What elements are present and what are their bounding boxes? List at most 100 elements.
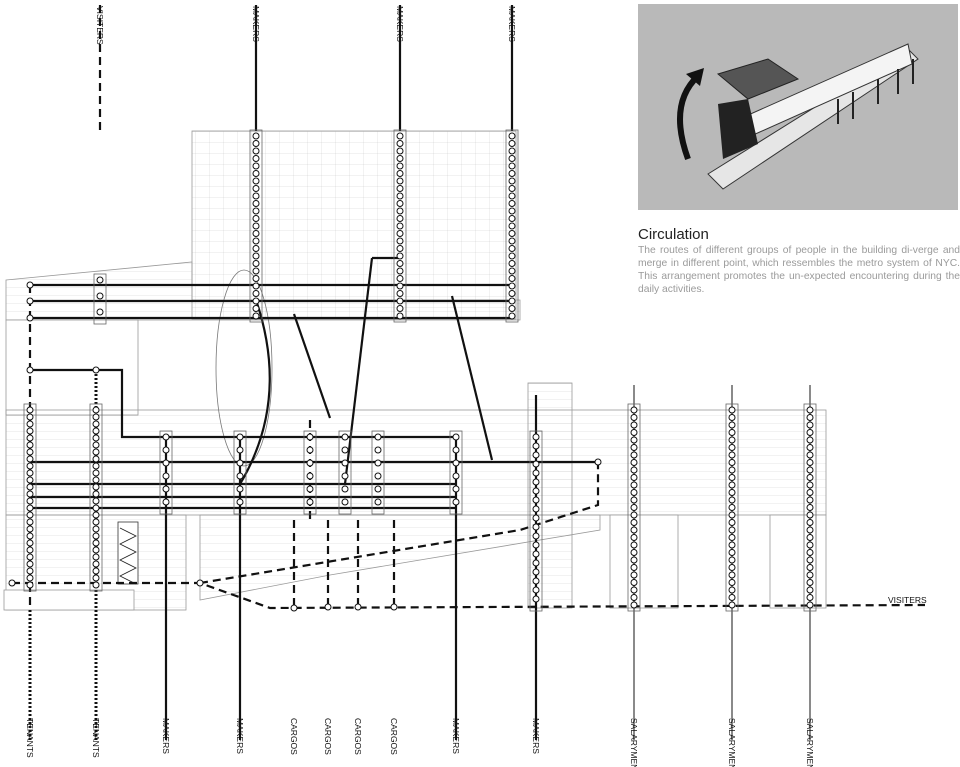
station-stop bbox=[630, 489, 638, 496]
bottom-route-label: CARGOS bbox=[353, 718, 363, 755]
top-route-label: MAKERS bbox=[395, 6, 405, 42]
station-stop bbox=[806, 414, 814, 421]
station-stop bbox=[341, 498, 349, 506]
station-stop bbox=[236, 446, 244, 454]
station-stop bbox=[252, 132, 260, 140]
station-stop bbox=[26, 581, 34, 589]
station-stop bbox=[396, 290, 404, 297]
station-stop bbox=[92, 427, 100, 435]
station-shaft bbox=[393, 129, 407, 323]
station-stop bbox=[341, 485, 349, 493]
bottom-route-label: TENANTS bbox=[91, 718, 101, 758]
station-stop bbox=[508, 147, 516, 155]
station-stop bbox=[452, 498, 460, 506]
station-stop bbox=[806, 594, 814, 601]
station-stop bbox=[630, 459, 638, 466]
station-stop bbox=[252, 230, 260, 237]
station-stop bbox=[252, 245, 260, 252]
station-stop bbox=[396, 260, 404, 267]
station-stop bbox=[396, 162, 404, 170]
station-stop bbox=[806, 556, 814, 564]
station-stop bbox=[728, 459, 736, 466]
station-stop bbox=[396, 177, 404, 185]
station-stop bbox=[630, 406, 638, 414]
station-stop bbox=[374, 433, 382, 441]
top-route-label: MAKERS bbox=[507, 6, 517, 42]
station-stop bbox=[306, 459, 314, 467]
station-stop bbox=[508, 305, 516, 312]
station-stop bbox=[508, 207, 516, 215]
station-stop bbox=[396, 237, 404, 245]
station-stop bbox=[396, 222, 404, 230]
station-stop bbox=[532, 433, 540, 441]
station-stop bbox=[728, 489, 736, 496]
caption-body: The routes of different groups of people… bbox=[638, 245, 960, 295]
station-stop bbox=[532, 559, 540, 567]
station-stop bbox=[630, 421, 638, 429]
station-stop bbox=[96, 276, 104, 284]
station-stop bbox=[396, 252, 404, 260]
station-stop bbox=[374, 446, 382, 454]
station-stop bbox=[252, 297, 260, 305]
top-route-label: MAKERS bbox=[251, 6, 261, 42]
vertical-routes bbox=[164, 5, 538, 740]
station-stop bbox=[26, 434, 34, 442]
station-stop bbox=[452, 446, 460, 454]
station-stop bbox=[26, 441, 34, 449]
station-stop bbox=[92, 476, 100, 484]
station-stop bbox=[236, 498, 244, 506]
station-stop bbox=[508, 267, 516, 275]
station-stop bbox=[252, 147, 260, 155]
station-stop bbox=[396, 207, 404, 215]
junction-stop bbox=[26, 366, 34, 374]
station-stop bbox=[806, 466, 814, 474]
bottom-route-label: SALARYMEN bbox=[629, 718, 639, 767]
bottom-route-label: SALARYMEN bbox=[727, 718, 737, 767]
junction-stop bbox=[26, 281, 34, 289]
bottom-route-label: TENANTS bbox=[25, 718, 35, 758]
station-stop bbox=[532, 577, 540, 585]
station-stop bbox=[26, 518, 34, 526]
station-shaft bbox=[89, 403, 103, 592]
station-stop bbox=[162, 498, 170, 506]
station-stop bbox=[452, 472, 460, 480]
station-stop bbox=[306, 446, 314, 454]
station-stop bbox=[728, 549, 736, 556]
station-stop bbox=[252, 312, 260, 320]
station-stop bbox=[630, 594, 638, 601]
station-stop bbox=[728, 586, 736, 594]
horizontal-routes bbox=[30, 283, 598, 510]
station-stop bbox=[532, 595, 540, 603]
station-stop bbox=[630, 429, 638, 436]
station-stop bbox=[92, 441, 100, 449]
station-stop bbox=[728, 474, 736, 481]
station-stop bbox=[806, 481, 814, 489]
station-stop bbox=[26, 525, 34, 533]
station-stop bbox=[728, 526, 736, 534]
station-stop bbox=[728, 571, 736, 579]
caption-block: Circulation The routes of different grou… bbox=[638, 226, 960, 296]
station-stop bbox=[252, 290, 260, 297]
station-stop bbox=[252, 207, 260, 215]
visiters-side-label: VISITERS bbox=[888, 595, 927, 605]
station-shaft bbox=[303, 430, 317, 515]
station-stop bbox=[728, 481, 736, 489]
station-stop bbox=[630, 451, 638, 459]
station-stop bbox=[26, 476, 34, 484]
station-shaft bbox=[249, 129, 263, 323]
station-stop bbox=[508, 230, 516, 237]
station-stop bbox=[508, 282, 516, 290]
station-stop bbox=[341, 433, 349, 441]
station-stop bbox=[806, 579, 814, 586]
station-stop bbox=[92, 497, 100, 505]
station-stop bbox=[396, 312, 404, 320]
station-stop bbox=[92, 511, 100, 519]
station-stop bbox=[92, 560, 100, 568]
station-stop bbox=[162, 472, 170, 480]
station-stop bbox=[92, 553, 100, 561]
station-stop bbox=[806, 474, 814, 481]
station-stop bbox=[806, 519, 814, 526]
station-stop bbox=[26, 511, 34, 519]
station-stop bbox=[252, 177, 260, 185]
station-stop bbox=[806, 489, 814, 496]
